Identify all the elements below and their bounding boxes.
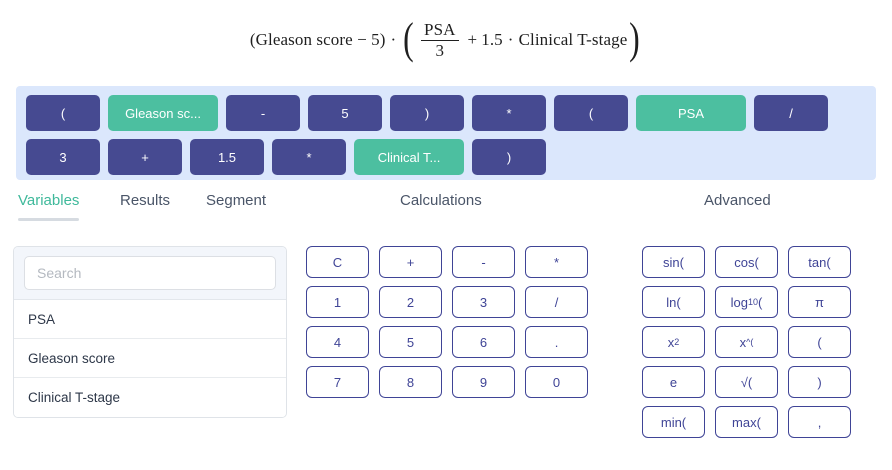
- formula-lead: (Gleason score − 5): [249, 30, 386, 49]
- advanced-key[interactable]: ln(: [642, 286, 705, 318]
- formula-fraction: PSA 3: [421, 19, 459, 60]
- advanced-key[interactable]: max(: [715, 406, 778, 438]
- formula-plus: +: [467, 30, 478, 49]
- advanced-key[interactable]: tan(: [788, 246, 851, 278]
- tab-results-label: Results: [120, 192, 171, 209]
- tab-variables[interactable]: Variables: [18, 192, 80, 221]
- formula-open-paren: (: [403, 13, 414, 63]
- calc-key[interactable]: 9: [452, 366, 515, 398]
- tab-variables-label: Variables: [18, 192, 80, 209]
- advanced-key-label: x: [739, 334, 747, 350]
- formula-expression: (Gleason score − 5) · ( PSA 3 + 1.5 · Cl…: [249, 13, 642, 63]
- tab-calculations[interactable]: Calculations: [400, 192, 482, 221]
- formula-coefficient: 1.5: [481, 30, 503, 49]
- advanced-key[interactable]: x^(: [715, 326, 778, 358]
- formula-token-chip[interactable]: 3: [26, 139, 100, 175]
- formula-display: (Gleason score − 5) · ( PSA 3 + 1.5 · Cl…: [0, 0, 892, 80]
- calc-key[interactable]: +: [379, 246, 442, 278]
- formula-token-chip[interactable]: ): [390, 95, 464, 131]
- formula-fraction-bar: [421, 39, 459, 41]
- tab-active-underline: [18, 218, 80, 221]
- advanced-key-label: x: [667, 334, 675, 350]
- advanced-key[interactable]: √(: [715, 366, 778, 398]
- tab-advanced-label: Advanced: [704, 192, 771, 209]
- tab-segment[interactable]: Segment: [206, 192, 266, 221]
- formula-tail-variable: Clinical T-stage: [518, 30, 628, 49]
- formula-token-chip[interactable]: (: [554, 95, 628, 131]
- tab-calculations-label: Calculations: [400, 192, 482, 209]
- advanced-key-suffix: (: [758, 294, 763, 310]
- variables-search-wrap: [14, 247, 286, 300]
- advanced-key[interactable]: cos(: [715, 246, 778, 278]
- list-item[interactable]: Clinical T-stage: [14, 378, 286, 417]
- list-item[interactable]: Gleason score: [14, 339, 286, 378]
- calc-key[interactable]: .: [525, 326, 588, 358]
- formula-token-chip[interactable]: PSA: [636, 95, 746, 131]
- calc-key[interactable]: 0: [525, 366, 588, 398]
- advanced-key[interactable]: ,: [788, 406, 851, 438]
- formula-token-chip[interactable]: 1.5: [190, 139, 264, 175]
- formula-token-chip[interactable]: +: [108, 139, 182, 175]
- list-item[interactable]: PSA: [14, 300, 286, 339]
- calc-key[interactable]: -: [452, 246, 515, 278]
- advanced-key[interactable]: min(: [642, 406, 705, 438]
- calc-key[interactable]: 2: [379, 286, 442, 318]
- formula-token-chip[interactable]: -: [226, 95, 300, 131]
- tab-segment-label: Segment: [206, 192, 267, 209]
- tab-advanced[interactable]: Advanced: [704, 192, 771, 221]
- advanced-key[interactable]: sin(: [642, 246, 705, 278]
- calc-key[interactable]: 5: [379, 326, 442, 358]
- formula-numerator: PSA: [424, 19, 456, 39]
- formula-token-chip[interactable]: /: [754, 95, 828, 131]
- tab-bar[interactable]: Variables Results Segment Calculations A…: [0, 192, 892, 236]
- formula-token-chip[interactable]: Gleason sc...: [108, 95, 218, 131]
- formula-token-bar[interactable]: (Gleason sc...-5)*(PSA/3+1.5*Clinical T.…: [16, 86, 876, 180]
- formula-mid-dot: ·: [507, 30, 514, 49]
- calc-key[interactable]: /: [525, 286, 588, 318]
- formula-token-chip[interactable]: *: [472, 95, 546, 131]
- advanced-key[interactable]: ): [788, 366, 851, 398]
- advanced-key[interactable]: π: [788, 286, 851, 318]
- formula-denominator: 3: [435, 40, 445, 60]
- advanced-key-label: log: [730, 294, 748, 310]
- formula-token-chip[interactable]: Clinical T...: [354, 139, 464, 175]
- formula-close-paren: ): [629, 13, 641, 63]
- formula-token-chip[interactable]: ): [472, 139, 546, 175]
- calc-key[interactable]: 1: [306, 286, 369, 318]
- tab-results[interactable]: Results: [120, 192, 170, 221]
- advanced-key[interactable]: e: [642, 366, 705, 398]
- formula-token-chip[interactable]: 5: [308, 95, 382, 131]
- calc-key[interactable]: *: [525, 246, 588, 278]
- calc-key[interactable]: 6: [452, 326, 515, 358]
- calc-key[interactable]: 7: [306, 366, 369, 398]
- calc-key[interactable]: 3: [452, 286, 515, 318]
- formula-token-chip[interactable]: *: [272, 139, 346, 175]
- formula-lead-dot: ·: [390, 30, 397, 49]
- search-input[interactable]: [24, 256, 276, 290]
- formula-token-chip[interactable]: (: [26, 95, 100, 131]
- calc-key[interactable]: 8: [379, 366, 442, 398]
- calc-key[interactable]: C: [306, 246, 369, 278]
- calc-key[interactable]: 4: [306, 326, 369, 358]
- advanced-key[interactable]: (: [788, 326, 851, 358]
